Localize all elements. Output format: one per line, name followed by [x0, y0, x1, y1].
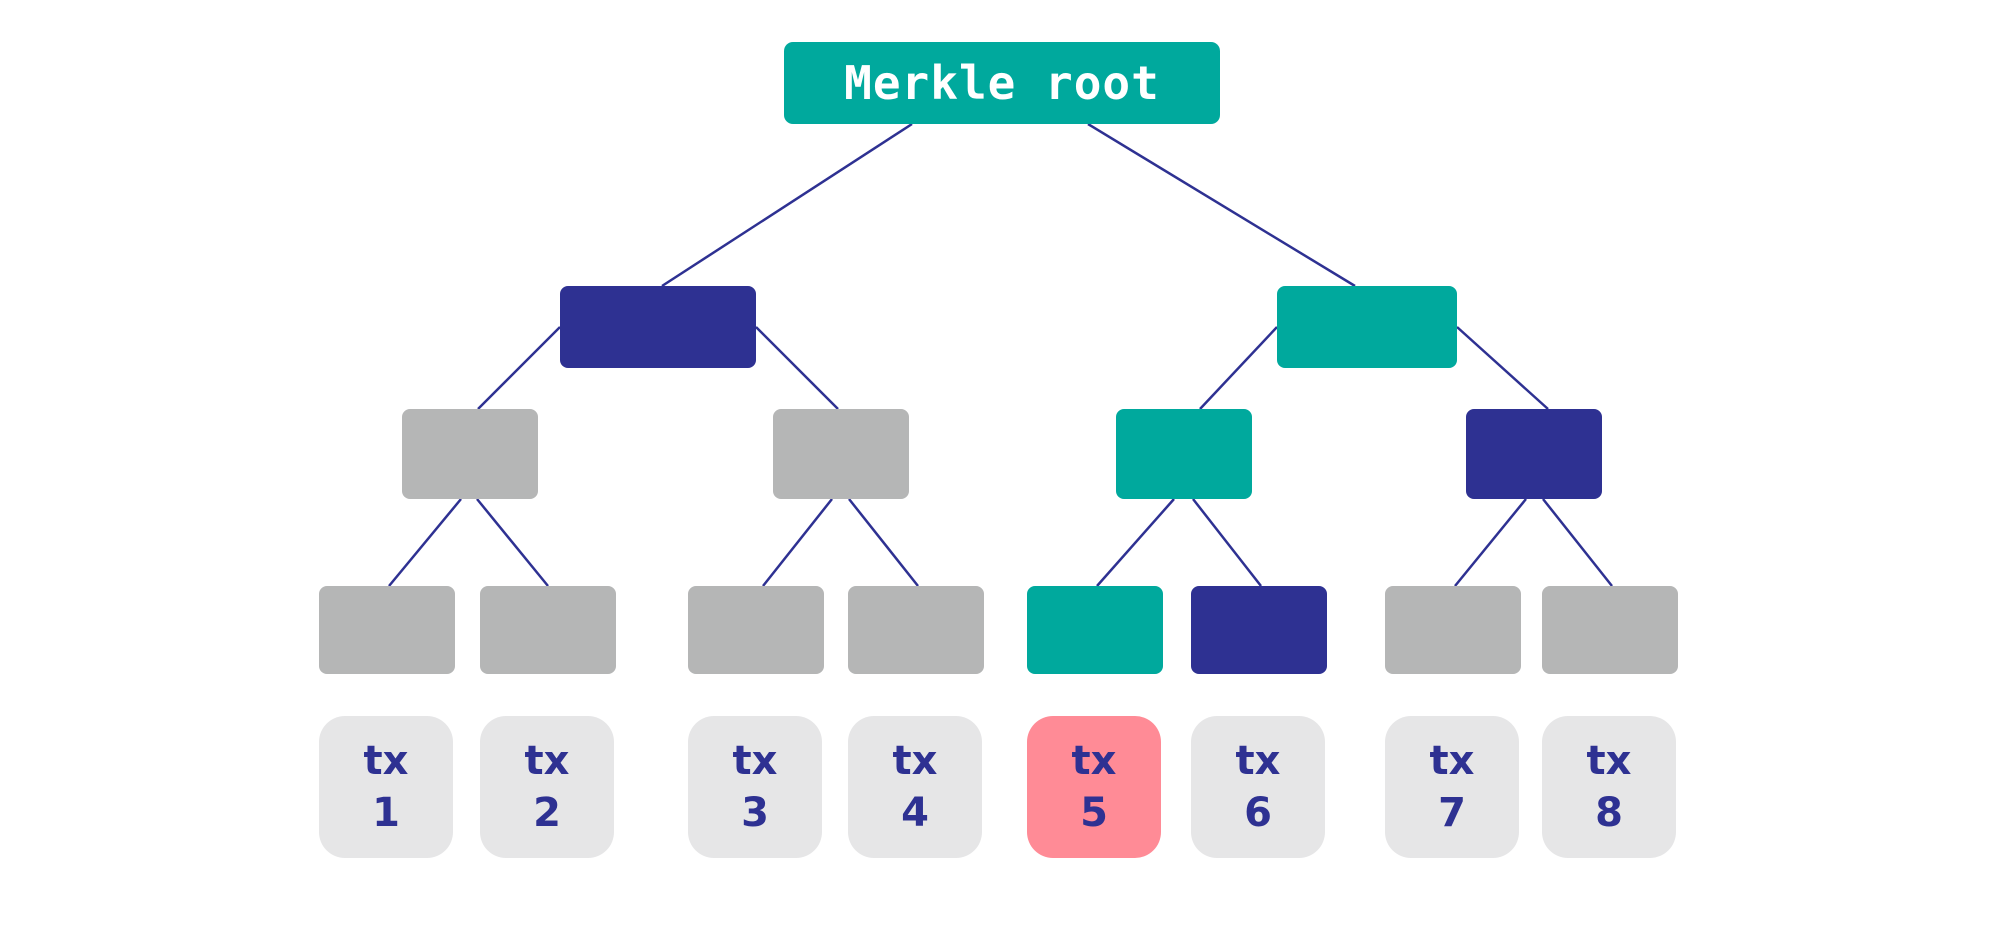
- merkle-root-node: Merkle root: [784, 42, 1220, 124]
- edge-h5678-h56: [1199, 326, 1278, 410]
- hash-node-h8: [1542, 586, 1678, 674]
- edge-h56-h5: [1096, 498, 1175, 587]
- transaction-4: tx 4: [848, 716, 982, 858]
- hash-node-h1: [319, 586, 455, 674]
- hash-node-h5678: [1277, 286, 1457, 368]
- edge-root-h5678: [1087, 122, 1356, 288]
- edge-h12-h2: [476, 498, 549, 587]
- transaction-1: tx 1: [319, 716, 453, 858]
- transaction-number: 4: [901, 790, 929, 836]
- transaction-number: 3: [741, 790, 769, 836]
- hash-node-h4: [848, 586, 984, 674]
- edge-h56-h6: [1192, 498, 1262, 587]
- transaction-number: 5: [1080, 790, 1108, 836]
- hash-node-h12: [402, 409, 538, 499]
- transaction-number: 6: [1244, 790, 1272, 836]
- edge-root-h1234: [661, 122, 913, 288]
- transaction-number: 2: [533, 790, 561, 836]
- transaction-3: tx 3: [688, 716, 822, 858]
- edge-h5678-h78: [1456, 326, 1549, 410]
- transaction-prefix: tx: [1429, 738, 1475, 784]
- transaction-prefix: tx: [1235, 738, 1281, 784]
- edge-h12-h1: [388, 498, 462, 587]
- hash-node-h7: [1385, 586, 1521, 674]
- transaction-prefix: tx: [363, 738, 409, 784]
- hash-node-h56: [1116, 409, 1252, 499]
- transaction-prefix: tx: [892, 738, 938, 784]
- transaction-5: tx 5: [1027, 716, 1161, 858]
- transaction-number: 7: [1438, 790, 1466, 836]
- hash-node-h2: [480, 586, 616, 674]
- transaction-number: 1: [372, 790, 400, 836]
- merkle-root-label: Merkle root: [844, 56, 1160, 110]
- transaction-2: tx 2: [480, 716, 614, 858]
- hash-node-h6: [1191, 586, 1327, 674]
- hash-node-h1234: [560, 286, 756, 368]
- edge-h34-h4: [848, 498, 919, 587]
- transaction-number: 8: [1595, 790, 1623, 836]
- transaction-7: tx 7: [1385, 716, 1519, 858]
- hash-node-h34: [773, 409, 909, 499]
- edge-h78-h7: [1454, 498, 1527, 587]
- edge-h78-h8: [1542, 498, 1613, 587]
- transaction-6: tx 6: [1191, 716, 1325, 858]
- hash-node-h5: [1027, 586, 1163, 674]
- transaction-prefix: tx: [1586, 738, 1632, 784]
- edge-h1234-h12: [477, 326, 561, 410]
- transaction-prefix: tx: [524, 738, 570, 784]
- hash-node-h78: [1466, 409, 1602, 499]
- edge-h1234-h34: [755, 326, 839, 410]
- transaction-prefix: tx: [1071, 738, 1117, 784]
- hash-node-h3: [688, 586, 824, 674]
- edge-h34-h3: [762, 498, 833, 587]
- transaction-8: tx 8: [1542, 716, 1676, 858]
- transaction-prefix: tx: [732, 738, 778, 784]
